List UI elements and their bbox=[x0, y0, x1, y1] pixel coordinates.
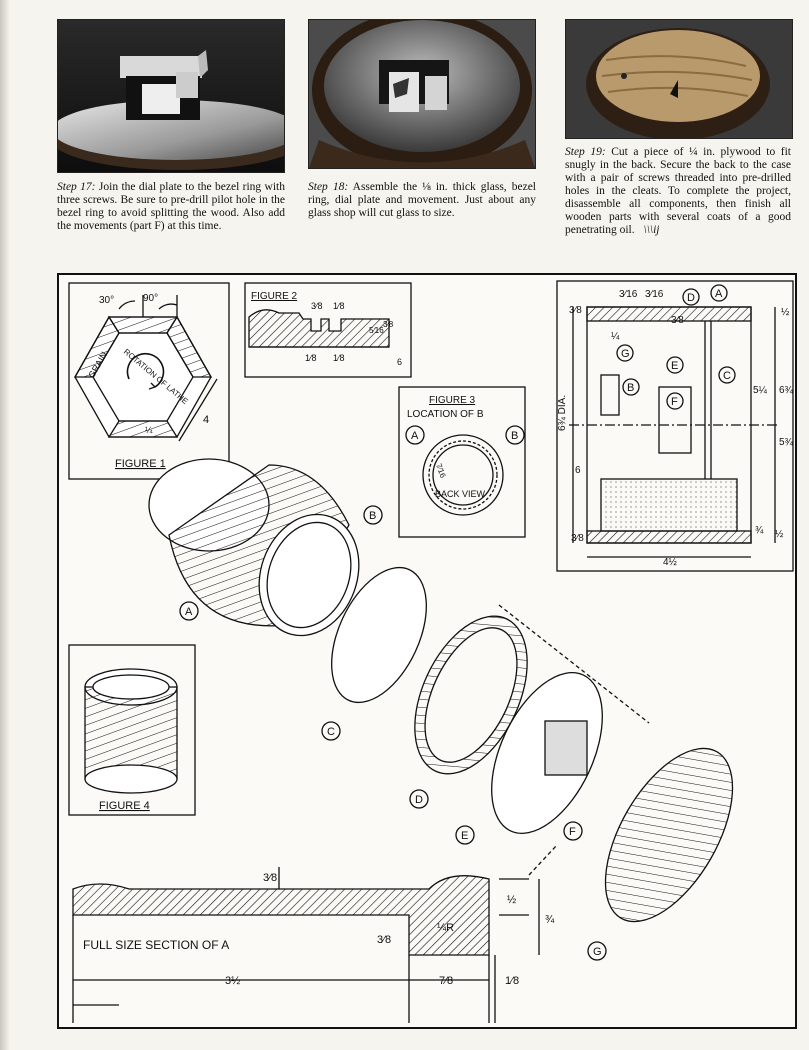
full-size-section: FULL SIZE SECTION OF A 3⁄8 3⁄8 ¼R ½ ¾ 3½… bbox=[72, 867, 555, 1023]
caption-step17: Step 17: Join the dial plate to the beze… bbox=[57, 181, 285, 233]
full-d-38-mid: 3⁄8 bbox=[377, 934, 391, 946]
figure-2: FIGURE 2 3⁄8 1⁄8 5⁄16 3⁄8 1⁄8 1⁄8 6 bbox=[244, 282, 412, 378]
figure-3: FIGURE 3 LOCATION OF B A B 7⁄16 BACK VIE… bbox=[398, 386, 526, 538]
part-g-back bbox=[604, 747, 734, 923]
sect-d-38b: 3⁄8 bbox=[671, 315, 684, 326]
sect-d-5-14: 5¼ bbox=[753, 384, 768, 396]
fig3-dim: 7⁄16 bbox=[434, 462, 448, 479]
page-binding-shadow bbox=[0, 0, 10, 1050]
sect-label-c: C bbox=[723, 370, 731, 382]
figure-1: 30° 90° GRAIN ROTATION OF LATHE 4 ¼ FIGU… bbox=[68, 282, 230, 480]
caption-step19-text: Cut a piece of ¼ in. plywood to fit snug… bbox=[565, 146, 792, 236]
sect-dia: 6¾ DIA. bbox=[557, 395, 568, 431]
photo-step19 bbox=[565, 19, 793, 139]
explode-label-a: A bbox=[185, 606, 193, 618]
fig2-d7: 6 bbox=[397, 357, 402, 367]
sect-d-12: ½ bbox=[781, 307, 790, 318]
fig1-title: FIGURE 1 bbox=[115, 458, 166, 470]
explode-label-b: B bbox=[369, 510, 376, 522]
fig2-d3: 5⁄16 bbox=[369, 326, 384, 335]
sect-label-d: D bbox=[687, 292, 695, 304]
part-a-case bbox=[148, 458, 360, 637]
fig1-dim-4: 4 bbox=[203, 414, 209, 426]
explode-label-d: D bbox=[415, 794, 423, 806]
sect-d-34: ¾ bbox=[755, 525, 764, 536]
explode-label-g: G bbox=[593, 946, 602, 958]
fig2-d2: 1⁄8 bbox=[333, 301, 345, 311]
fig4-title: FIGURE 4 bbox=[99, 800, 150, 812]
technical-drawing: 30° 90° GRAIN ROTATION OF LATHE 4 ¼ FIGU… bbox=[57, 273, 797, 1029]
fig2-d5: 1⁄8 bbox=[305, 353, 317, 363]
part-e-dial bbox=[491, 672, 603, 834]
caption-step18: Step 18: Assemble the ⅛ in. thick glass,… bbox=[308, 181, 536, 220]
full-d-12: ½ bbox=[507, 894, 516, 906]
fig3-subtitle: LOCATION OF B bbox=[407, 409, 484, 420]
caption-step19-label: Step 19: bbox=[565, 146, 606, 158]
sect-label-e: E bbox=[671, 360, 678, 372]
artist-signature: \\\ij bbox=[643, 224, 660, 236]
caption-step17-label: Step 17: bbox=[57, 181, 96, 193]
exploded-view: A B C D E F G bbox=[148, 458, 734, 961]
sect-d-38a: 3⁄8 bbox=[569, 305, 582, 316]
fig1-angle-30: 30° bbox=[99, 295, 114, 306]
explode-label-f: F bbox=[569, 826, 576, 838]
fig2-d1: 3⁄8 bbox=[311, 301, 323, 311]
fig3-title: FIGURE 3 bbox=[429, 395, 476, 406]
part-d-bezel bbox=[414, 615, 528, 775]
fig1-angle-90: 90° bbox=[143, 293, 158, 304]
fig3-label-a: A bbox=[411, 430, 419, 442]
full-d-3-12: 3½ bbox=[225, 975, 240, 987]
explode-label-c: C bbox=[327, 726, 335, 738]
fig2-d4: 3⁄8 bbox=[383, 320, 394, 329]
fig1-dim-quarter: ¼ bbox=[145, 425, 153, 435]
fig3-label-b: B bbox=[511, 430, 518, 442]
fig2-d6: 1⁄8 bbox=[333, 353, 345, 363]
caption-step18-label: Step 18: bbox=[308, 181, 349, 193]
sect-d-316b: 3⁄16 bbox=[645, 289, 664, 300]
sect-label-f: F bbox=[671, 396, 678, 408]
caption-step17-text: Join the dial plate to the bezel ring wi… bbox=[57, 181, 285, 232]
sect-d-6-34: 6¾ bbox=[779, 385, 794, 396]
sect-d-5-34: 5¾ bbox=[779, 437, 794, 448]
caption-step18-text: Assemble the ⅛ in. thick glass, bezel ri… bbox=[308, 181, 536, 219]
sect-d-12b: ½ bbox=[775, 529, 784, 540]
sect-d-6: 6 bbox=[575, 465, 581, 476]
sect-d-14: ¼ bbox=[611, 330, 620, 342]
full-d-38-top: 3⁄8 bbox=[263, 872, 277, 884]
sect-label-b: B bbox=[627, 382, 634, 394]
photo-step17 bbox=[57, 19, 285, 173]
sect-d-4-12: 4½ bbox=[663, 557, 678, 568]
sect-label-a: A bbox=[715, 288, 723, 300]
full-d-34: ¾ bbox=[545, 914, 555, 926]
fig3-back-view: BACK VIEW bbox=[435, 489, 486, 499]
explode-label-e: E bbox=[461, 830, 468, 842]
caption-step19: Step 19: Cut a piece of ¼ in. plywood to… bbox=[565, 146, 791, 237]
full-d-78: 7⁄8 bbox=[439, 975, 453, 987]
sect-label-g: G bbox=[621, 348, 630, 360]
figure-4: FIGURE 4 bbox=[68, 644, 196, 816]
part-c-glass bbox=[331, 566, 427, 704]
fig2-title: FIGURE 2 bbox=[251, 291, 298, 302]
full-d-18: 1⁄8 bbox=[505, 975, 519, 987]
full-section-title: FULL SIZE SECTION OF A bbox=[83, 938, 229, 952]
sect-d-38c: 3⁄8 bbox=[571, 533, 584, 544]
photo-step18 bbox=[308, 19, 536, 169]
full-d-14r: ¼R bbox=[437, 922, 454, 934]
section-view: 3⁄16 3⁄16 3⁄8 3⁄8 ¼ ½ 5¼ 6¾ 6¾ DIA. 6 5¾… bbox=[556, 280, 794, 572]
sect-d-316a: 3⁄16 bbox=[619, 289, 638, 300]
